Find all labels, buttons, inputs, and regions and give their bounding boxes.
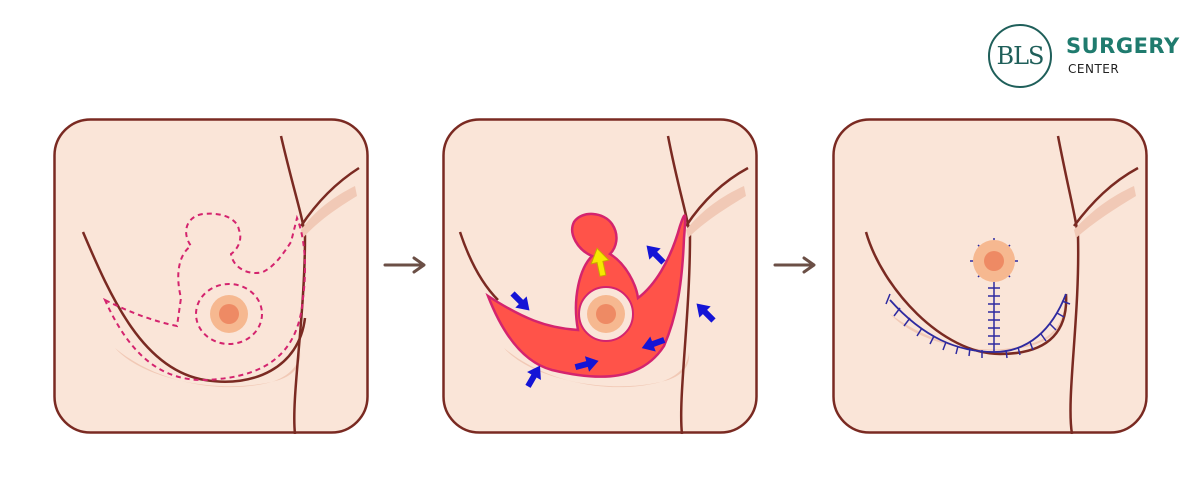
step-arrow-1 (383, 255, 429, 275)
breast-contour (864, 231, 1068, 356)
body-side-line (1056, 135, 1080, 434)
chest-line (1073, 166, 1139, 227)
chest-line (684, 166, 749, 227)
body-side-line (666, 135, 692, 434)
chest-line (299, 166, 360, 227)
chest-shadow (1074, 186, 1136, 238)
breast-shadow (890, 308, 1065, 351)
tissue-removal-illustration (442, 118, 758, 434)
vertical-suture-line (988, 282, 1000, 352)
logo-monogram: BLS (988, 24, 1052, 88)
nipple (596, 304, 616, 324)
step-arrow-2 (773, 255, 819, 275)
right-arrow-icon (383, 256, 426, 274)
dashed-keyhole-incision-line (102, 212, 306, 382)
sutured-result-illustration (832, 118, 1148, 434)
panel-incision-marking (53, 118, 369, 434)
nipple (219, 304, 239, 324)
brand-logo: BLS SURGERY CENTER (988, 24, 1188, 94)
breast-contour (458, 231, 499, 301)
areola-circle-incision (195, 283, 263, 345)
inframammary-suture-ticks (885, 293, 1071, 359)
logo-title: SURGERY (1066, 34, 1180, 58)
nipple (984, 251, 1004, 271)
skin-closure-arrows (510, 245, 716, 388)
inframammary-suture-line (889, 293, 1067, 353)
chest-shadow (301, 186, 357, 238)
panel-sutured-result (832, 118, 1148, 434)
incision-marking-illustration (53, 118, 369, 434)
right-arrow-icon (773, 256, 816, 274)
chest-shadow (686, 186, 746, 238)
logo-subtitle: CENTER (1068, 62, 1120, 76)
panel-tissue-removal (442, 118, 758, 434)
nipple-lift-arrow (590, 247, 610, 277)
